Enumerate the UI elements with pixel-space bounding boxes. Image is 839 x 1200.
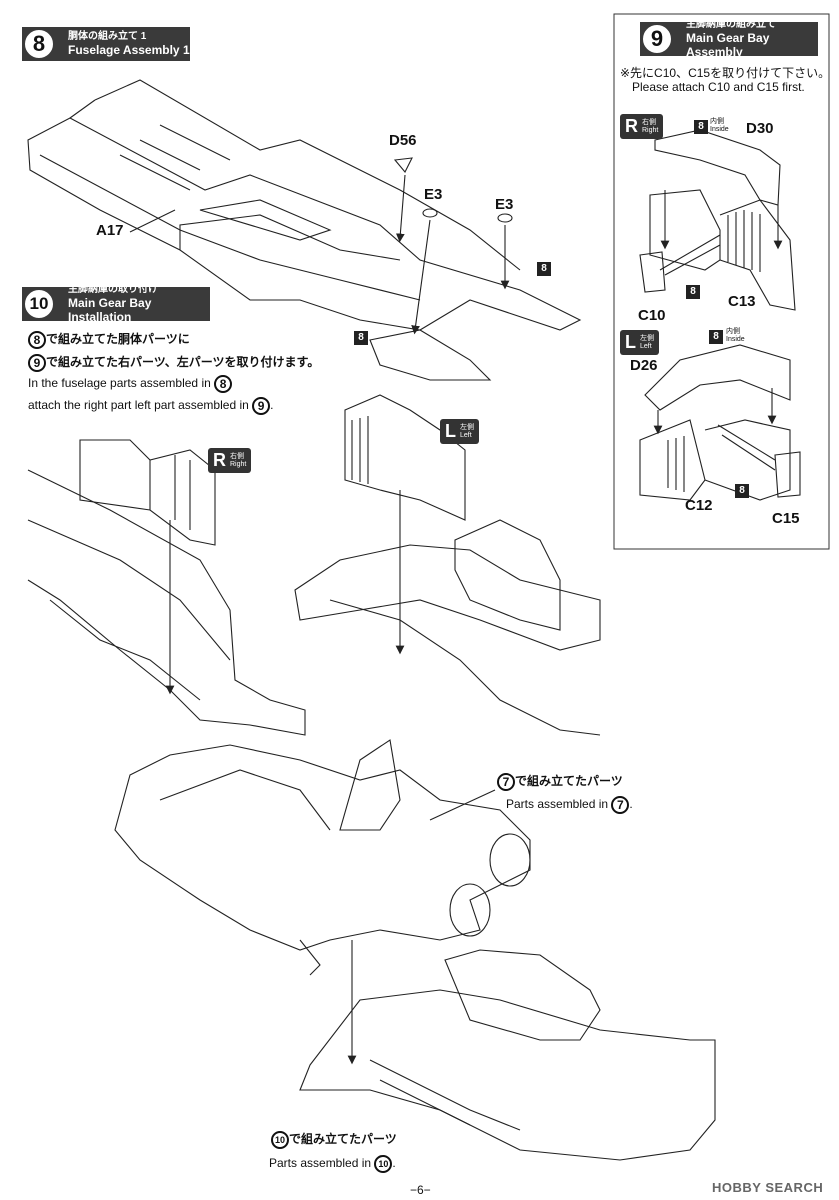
inside-en: Inside bbox=[726, 336, 745, 343]
left-ja: 左側 bbox=[460, 423, 474, 431]
step10-number: 10 bbox=[22, 287, 56, 321]
step10-line2: で組み立てた右パーツ、左パーツを取り付けます。 bbox=[46, 355, 320, 369]
step9-note-ja: ※先にC10、C15を取り付けて下さい。 bbox=[620, 66, 831, 80]
step-ref-circle: 9 bbox=[28, 353, 46, 372]
step-ref-circle: 7 bbox=[497, 772, 515, 791]
inside-en: Inside bbox=[710, 126, 729, 133]
part-label-a17: A17 bbox=[96, 222, 124, 239]
step-ref-circle: 8 bbox=[28, 330, 46, 349]
sub-ref-badge: 8 bbox=[686, 285, 700, 299]
ref7-ja: で組み立てたパーツ bbox=[515, 774, 623, 788]
ref7-en: Parts assembled in bbox=[506, 797, 609, 812]
step-ref-circle: 10 bbox=[374, 1155, 393, 1173]
step10-line4: attach the right part left part assemble… bbox=[28, 398, 249, 413]
part-label-d56: D56 bbox=[389, 132, 417, 149]
install-left-drawing bbox=[294, 394, 601, 736]
ref10-ja: で組み立てたパーツ bbox=[289, 1132, 397, 1146]
sub-ref-badge: 8 bbox=[709, 330, 723, 344]
inside-ja: 内側 bbox=[726, 328, 740, 335]
ref-step7-en: Parts assembled in 7. bbox=[506, 796, 633, 814]
inside-ja: 内側 bbox=[710, 118, 724, 125]
step10-instruction-en-2: attach the right part left part assemble… bbox=[28, 397, 273, 415]
ref7-period: . bbox=[629, 797, 633, 812]
ref10-period: . bbox=[392, 1156, 396, 1171]
left-en: Left bbox=[640, 342, 652, 350]
step-ref-circle: 10 bbox=[271, 1130, 289, 1149]
part-label-e3-left: E3 bbox=[424, 186, 443, 203]
step9-note-en: Please attach C10 and C15 first. bbox=[632, 80, 805, 94]
step8-title-ja: 胴体の組み立て 1 bbox=[68, 31, 147, 42]
step8-title-en: Fuselage Assembly 1 bbox=[68, 43, 190, 57]
part-label-d26: D26 bbox=[630, 357, 658, 374]
step9-number: 9 bbox=[640, 22, 674, 56]
step10-line3: In the fuselage parts assembled in bbox=[28, 376, 211, 391]
right-letter: R bbox=[213, 450, 226, 470]
step10-line1: で組み立てた胴体パーツに bbox=[46, 332, 190, 346]
left-gear-bay-drawing bbox=[639, 344, 801, 501]
part-label-c10: C10 bbox=[638, 307, 666, 324]
ref10-en: Parts assembled in bbox=[269, 1156, 372, 1171]
final-assembly-drawing bbox=[114, 739, 716, 1161]
step10-instruction-en-1: In the fuselage parts assembled in 8 bbox=[28, 375, 233, 393]
step9-title-ja: 主脚納庫の組み立て bbox=[686, 19, 776, 30]
step-ref-circle: 9 bbox=[252, 397, 271, 415]
part-label-c13: C13 bbox=[728, 293, 756, 310]
left-ja: 左側 bbox=[640, 334, 654, 342]
step10-title-ja: 主脚納庫の取り付け bbox=[68, 284, 158, 295]
step8-number: 8 bbox=[22, 27, 56, 61]
sub-ref-badge: 8 bbox=[694, 120, 708, 134]
part-e3-shape-left bbox=[422, 208, 438, 218]
step10-line4-end: . bbox=[270, 398, 274, 413]
part-label-e3-right: E3 bbox=[495, 196, 514, 213]
part-label-c12: C12 bbox=[685, 497, 713, 514]
right-en: Right bbox=[230, 460, 247, 468]
step10-title-en: Main Gear Bay Installation bbox=[68, 296, 152, 324]
sub-ref-badge: 8 bbox=[735, 484, 749, 498]
watermark: HOBBY SEARCH bbox=[712, 1180, 824, 1195]
page-number: −6− bbox=[410, 1183, 431, 1197]
step-ref-circle: 7 bbox=[611, 796, 630, 814]
sub-ref-badge: 8 bbox=[354, 331, 368, 345]
left-letter: L bbox=[445, 421, 456, 441]
part-e3-shape-right bbox=[497, 213, 513, 223]
part-d56-shape bbox=[393, 157, 413, 173]
right-ja: 右側 bbox=[230, 452, 244, 460]
part-label-c15: C15 bbox=[772, 510, 800, 527]
right-letter: R bbox=[625, 116, 638, 136]
right-ja: 右側 bbox=[642, 118, 656, 126]
right-en: Right bbox=[642, 126, 659, 134]
left-en: Left bbox=[460, 431, 472, 439]
install-right-drawing bbox=[27, 439, 306, 736]
left-letter: L bbox=[625, 332, 636, 352]
fuselage-upper-drawing bbox=[27, 79, 582, 381]
ref-step10-en: Parts assembled in 10. bbox=[269, 1155, 396, 1173]
step-ref-circle: 8 bbox=[214, 375, 233, 393]
sub-ref-badge: 8 bbox=[537, 262, 551, 276]
part-label-d30: D30 bbox=[746, 120, 774, 137]
right-gear-bay-drawing bbox=[639, 129, 796, 311]
step9-title-en: Main Gear Bay Assembly bbox=[686, 31, 770, 59]
